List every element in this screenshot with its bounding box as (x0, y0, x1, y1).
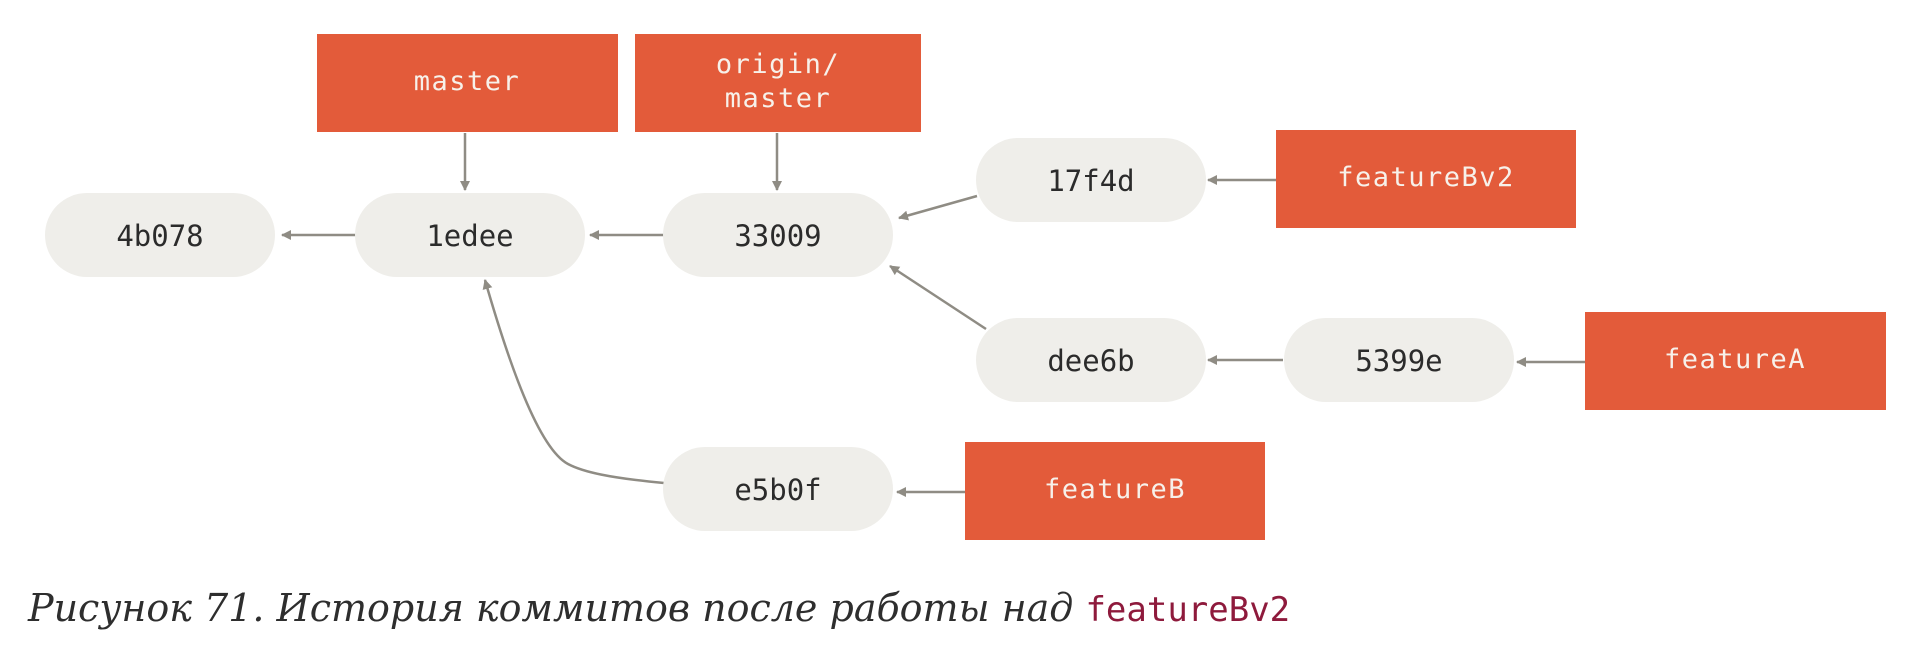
branch-label: featureB (1044, 474, 1186, 505)
commit-label: 33009 (734, 219, 821, 253)
branch-label-line2: master (725, 83, 832, 114)
branch-label-line1: origin/ (716, 49, 840, 80)
commit-e5b0f: e5b0f (663, 447, 893, 531)
commit-33009: 33009 (663, 193, 893, 277)
commit-dee6b: dee6b (976, 318, 1206, 402)
branch-label: featureBv2 (1337, 162, 1515, 193)
branch-featureBv2: featureBv2 (1276, 130, 1576, 228)
commit-1edee: 1edee (355, 193, 585, 277)
commit-label: 5399e (1355, 344, 1442, 378)
commit-history-diagram: 4b078 1edee 33009 17f4d dee6b 5399e e5b0… (45, 34, 1886, 540)
caption-text: Рисунок 71. История коммитов после работ… (28, 586, 1086, 630)
edge-e5b0f-to-1edee (482, 279, 665, 485)
commit-label: dee6b (1047, 344, 1134, 378)
edge-17f4d-to-33009 (898, 194, 978, 221)
branch-featureA: featureA (1585, 312, 1886, 410)
branch-label: master (414, 66, 521, 97)
edges (281, 133, 1585, 497)
commit-17f4d: 17f4d (976, 138, 1206, 222)
commit-4b078: 4b078 (45, 193, 275, 277)
figure-caption: Рисунок 71. История коммитов после работ… (28, 586, 1290, 630)
commit-label: 1edee (426, 219, 513, 253)
edge-dee6b-to-33009 (889, 264, 987, 331)
commit-5399e: 5399e (1284, 318, 1514, 402)
branch-origin-master: origin/ master (635, 34, 921, 132)
commit-label: 17f4d (1047, 164, 1134, 198)
branch-label: featureA (1664, 344, 1806, 375)
caption-code: featureBv2 (1085, 590, 1291, 630)
branch-featureB: featureB (965, 442, 1265, 540)
commit-label: 4b078 (116, 219, 203, 253)
commit-label: e5b0f (734, 473, 821, 507)
branch-master: master (317, 34, 618, 132)
